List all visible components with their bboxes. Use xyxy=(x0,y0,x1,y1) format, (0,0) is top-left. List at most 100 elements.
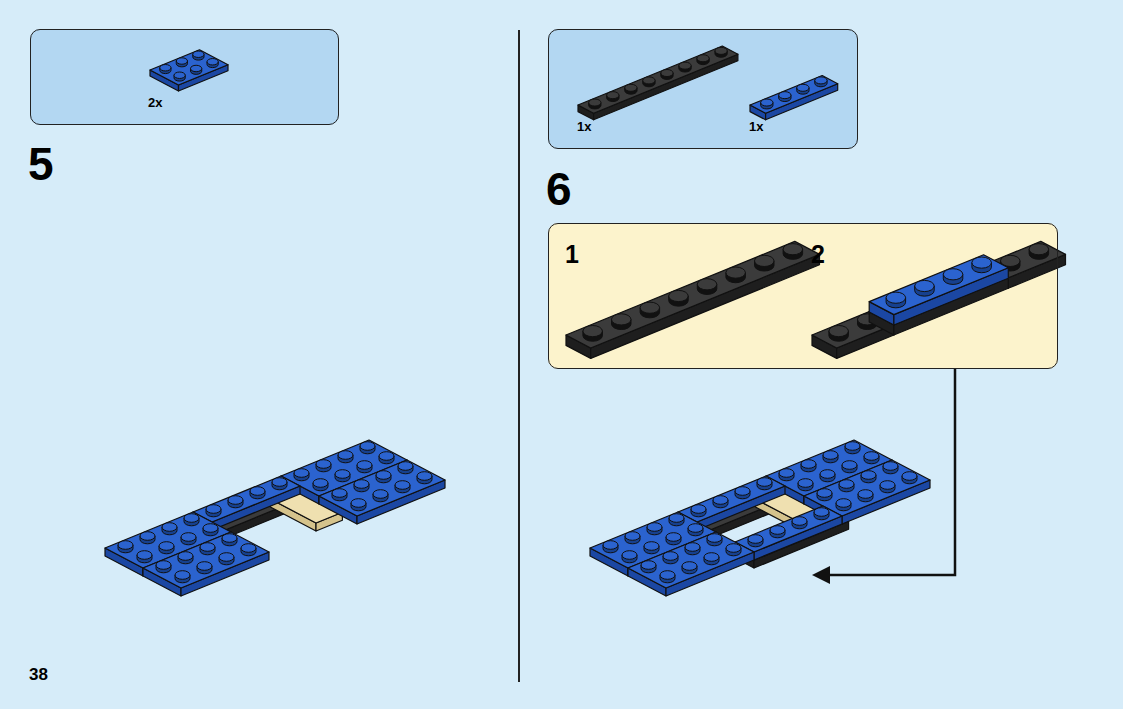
stud xyxy=(823,451,838,460)
stud xyxy=(779,469,794,478)
stud xyxy=(373,490,388,499)
stud xyxy=(181,533,196,542)
part-count: 1x xyxy=(749,120,763,133)
stud xyxy=(839,480,854,489)
stud xyxy=(679,62,691,69)
stud xyxy=(755,255,775,266)
stud xyxy=(193,51,204,57)
brick-face xyxy=(143,532,269,588)
brick-face xyxy=(193,476,300,522)
brick-face xyxy=(735,506,842,552)
brick-face xyxy=(578,46,738,113)
stud xyxy=(770,526,785,535)
stud xyxy=(660,571,675,580)
stud xyxy=(335,470,350,479)
stud xyxy=(644,542,659,551)
stud xyxy=(184,514,199,523)
stud xyxy=(836,499,851,508)
stud xyxy=(685,543,700,552)
stud xyxy=(880,481,895,490)
stud xyxy=(178,552,193,561)
arrow-head xyxy=(812,566,830,584)
stud xyxy=(316,460,331,469)
stud xyxy=(640,302,660,313)
stud xyxy=(669,514,684,523)
brick-face xyxy=(869,255,1008,315)
substep-panel: 12 xyxy=(548,223,1058,369)
stud xyxy=(886,292,906,303)
stud xyxy=(704,553,719,562)
stud xyxy=(354,480,369,489)
stud xyxy=(206,505,221,514)
stud xyxy=(864,452,879,461)
brick-face xyxy=(628,532,754,588)
stud xyxy=(250,487,265,496)
substep-number: 1 xyxy=(565,242,579,267)
stud xyxy=(162,523,177,532)
stud xyxy=(398,462,413,471)
stud xyxy=(779,92,791,99)
stud xyxy=(829,326,849,337)
brick-face xyxy=(750,76,838,114)
page-number: 38 xyxy=(29,666,48,683)
stud xyxy=(726,544,741,553)
brick-face xyxy=(319,460,445,516)
stud xyxy=(661,69,673,76)
stud xyxy=(222,534,237,543)
step-number: 6 xyxy=(546,166,572,212)
brick-face xyxy=(804,460,930,516)
brick-face xyxy=(566,241,820,348)
stud xyxy=(219,553,234,562)
stud xyxy=(159,542,174,551)
stud xyxy=(972,257,992,268)
stud xyxy=(589,99,601,106)
stud xyxy=(801,460,816,469)
parts-callout: 2x xyxy=(30,29,339,125)
stud xyxy=(688,524,703,533)
stud xyxy=(883,462,898,471)
brick-face xyxy=(150,50,228,85)
stud xyxy=(757,478,772,487)
placement-arrow xyxy=(826,369,955,575)
stud xyxy=(207,59,218,65)
stud xyxy=(713,496,728,505)
stud xyxy=(669,290,689,301)
stud xyxy=(641,561,656,570)
stud xyxy=(820,470,835,479)
stud xyxy=(379,452,394,461)
stud xyxy=(140,532,155,541)
stud xyxy=(625,84,637,91)
stud xyxy=(814,508,829,517)
brick-face xyxy=(594,54,738,120)
stud xyxy=(137,551,152,560)
substep-panel-fill xyxy=(548,223,1058,369)
stud xyxy=(603,541,618,550)
stud xyxy=(197,562,212,571)
part-count: 1x xyxy=(577,120,591,133)
stud xyxy=(748,535,763,544)
stud xyxy=(845,442,860,451)
stud xyxy=(612,314,632,325)
stud xyxy=(313,479,328,488)
brick-face xyxy=(591,254,820,358)
stud xyxy=(625,532,640,541)
stud xyxy=(697,55,709,62)
stud xyxy=(647,523,662,532)
stud xyxy=(156,561,171,570)
stud xyxy=(915,280,935,291)
stud xyxy=(176,58,187,64)
stud xyxy=(294,469,309,478)
stud xyxy=(761,99,773,106)
stud xyxy=(943,269,963,280)
stud xyxy=(622,551,637,560)
step-number: 5 xyxy=(28,141,54,187)
stud xyxy=(797,84,809,91)
stud xyxy=(726,267,746,278)
stud xyxy=(697,279,717,290)
stud xyxy=(902,472,917,481)
stud xyxy=(174,72,185,78)
stud xyxy=(861,471,876,480)
stud xyxy=(663,552,678,561)
substep-number: 2 xyxy=(811,242,825,267)
